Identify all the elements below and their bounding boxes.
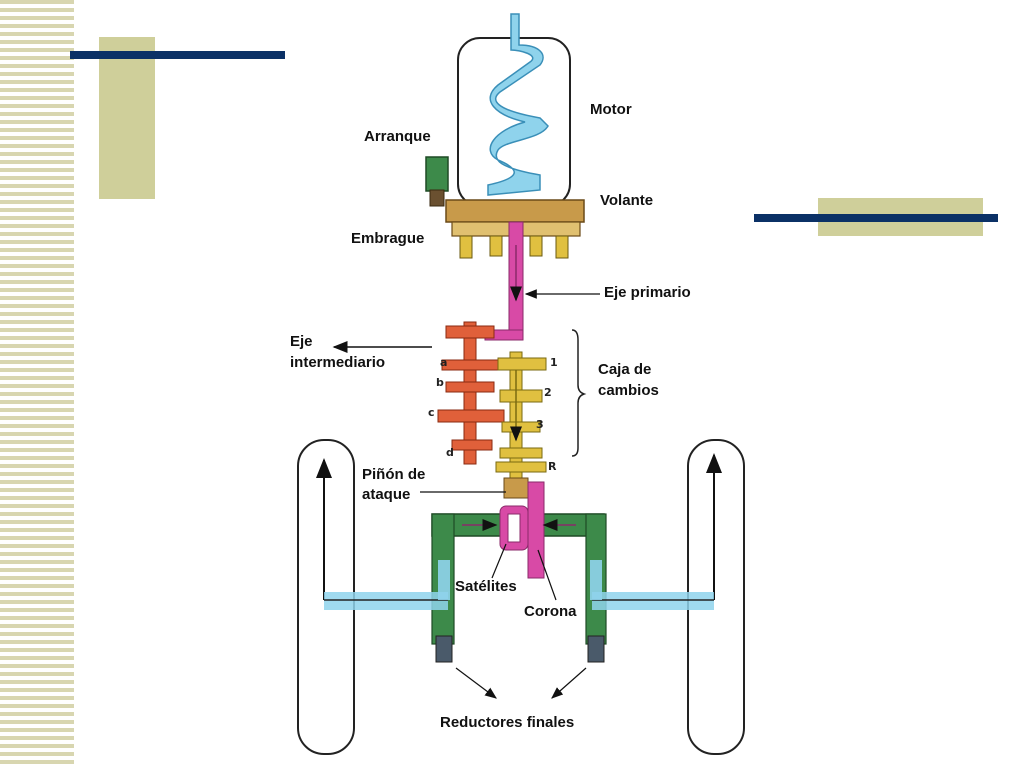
label-corona: Corona: [524, 603, 577, 620]
gear-mark-b: b: [436, 376, 444, 389]
pinion: [503, 477, 529, 499]
gear-mark-3: 3: [536, 418, 544, 431]
left-half-shaft: [324, 592, 448, 610]
navy-bar-right: [754, 214, 998, 222]
label-pinon-1: Piñón de: [362, 466, 426, 483]
starter-motor: [425, 156, 449, 192]
label-embrague: Embrague: [351, 230, 425, 247]
gear-mark-d: d: [446, 446, 454, 459]
label-caja-1: Caja de: [598, 361, 652, 378]
leader-satelites: [491, 543, 507, 579]
label-volante: Volante: [600, 192, 654, 209]
intermediate-shaft: [463, 321, 477, 465]
gearbox-bracket: [571, 329, 587, 457]
label-arranque: Arranque: [364, 128, 431, 145]
gear-mark-1: 1: [550, 356, 558, 369]
leader-reductor-left: [455, 667, 497, 699]
crown-gear: [527, 481, 545, 579]
navy-bar-left: [70, 51, 285, 59]
gear-mark-a: a: [440, 356, 448, 369]
label-reductores: Reductores finales: [440, 714, 575, 731]
gear-mark-c: c: [428, 406, 435, 419]
crankshaft: [487, 13, 549, 196]
label-caja-2: cambios: [598, 382, 659, 399]
label-motor: Motor: [590, 101, 632, 118]
label-pinon-2: ataque: [362, 486, 411, 503]
olive-block-left: [99, 37, 155, 199]
label-eje-intermediario-1: Eje: [290, 333, 313, 350]
label-satelites: Satélites: [455, 578, 517, 595]
leader-corona: [537, 549, 557, 601]
gear-mark-2: 2: [544, 386, 552, 399]
left-stripe-pattern: [0, 0, 74, 768]
flywheel: [445, 199, 585, 223]
right-half-shaft: [592, 592, 714, 610]
label-eje-primario: Eje primario: [604, 284, 691, 301]
gear-mark-r: R: [548, 460, 557, 473]
leader-reductor-right: [551, 667, 587, 699]
label-eje-intermediario-2: intermediario: [290, 354, 386, 371]
